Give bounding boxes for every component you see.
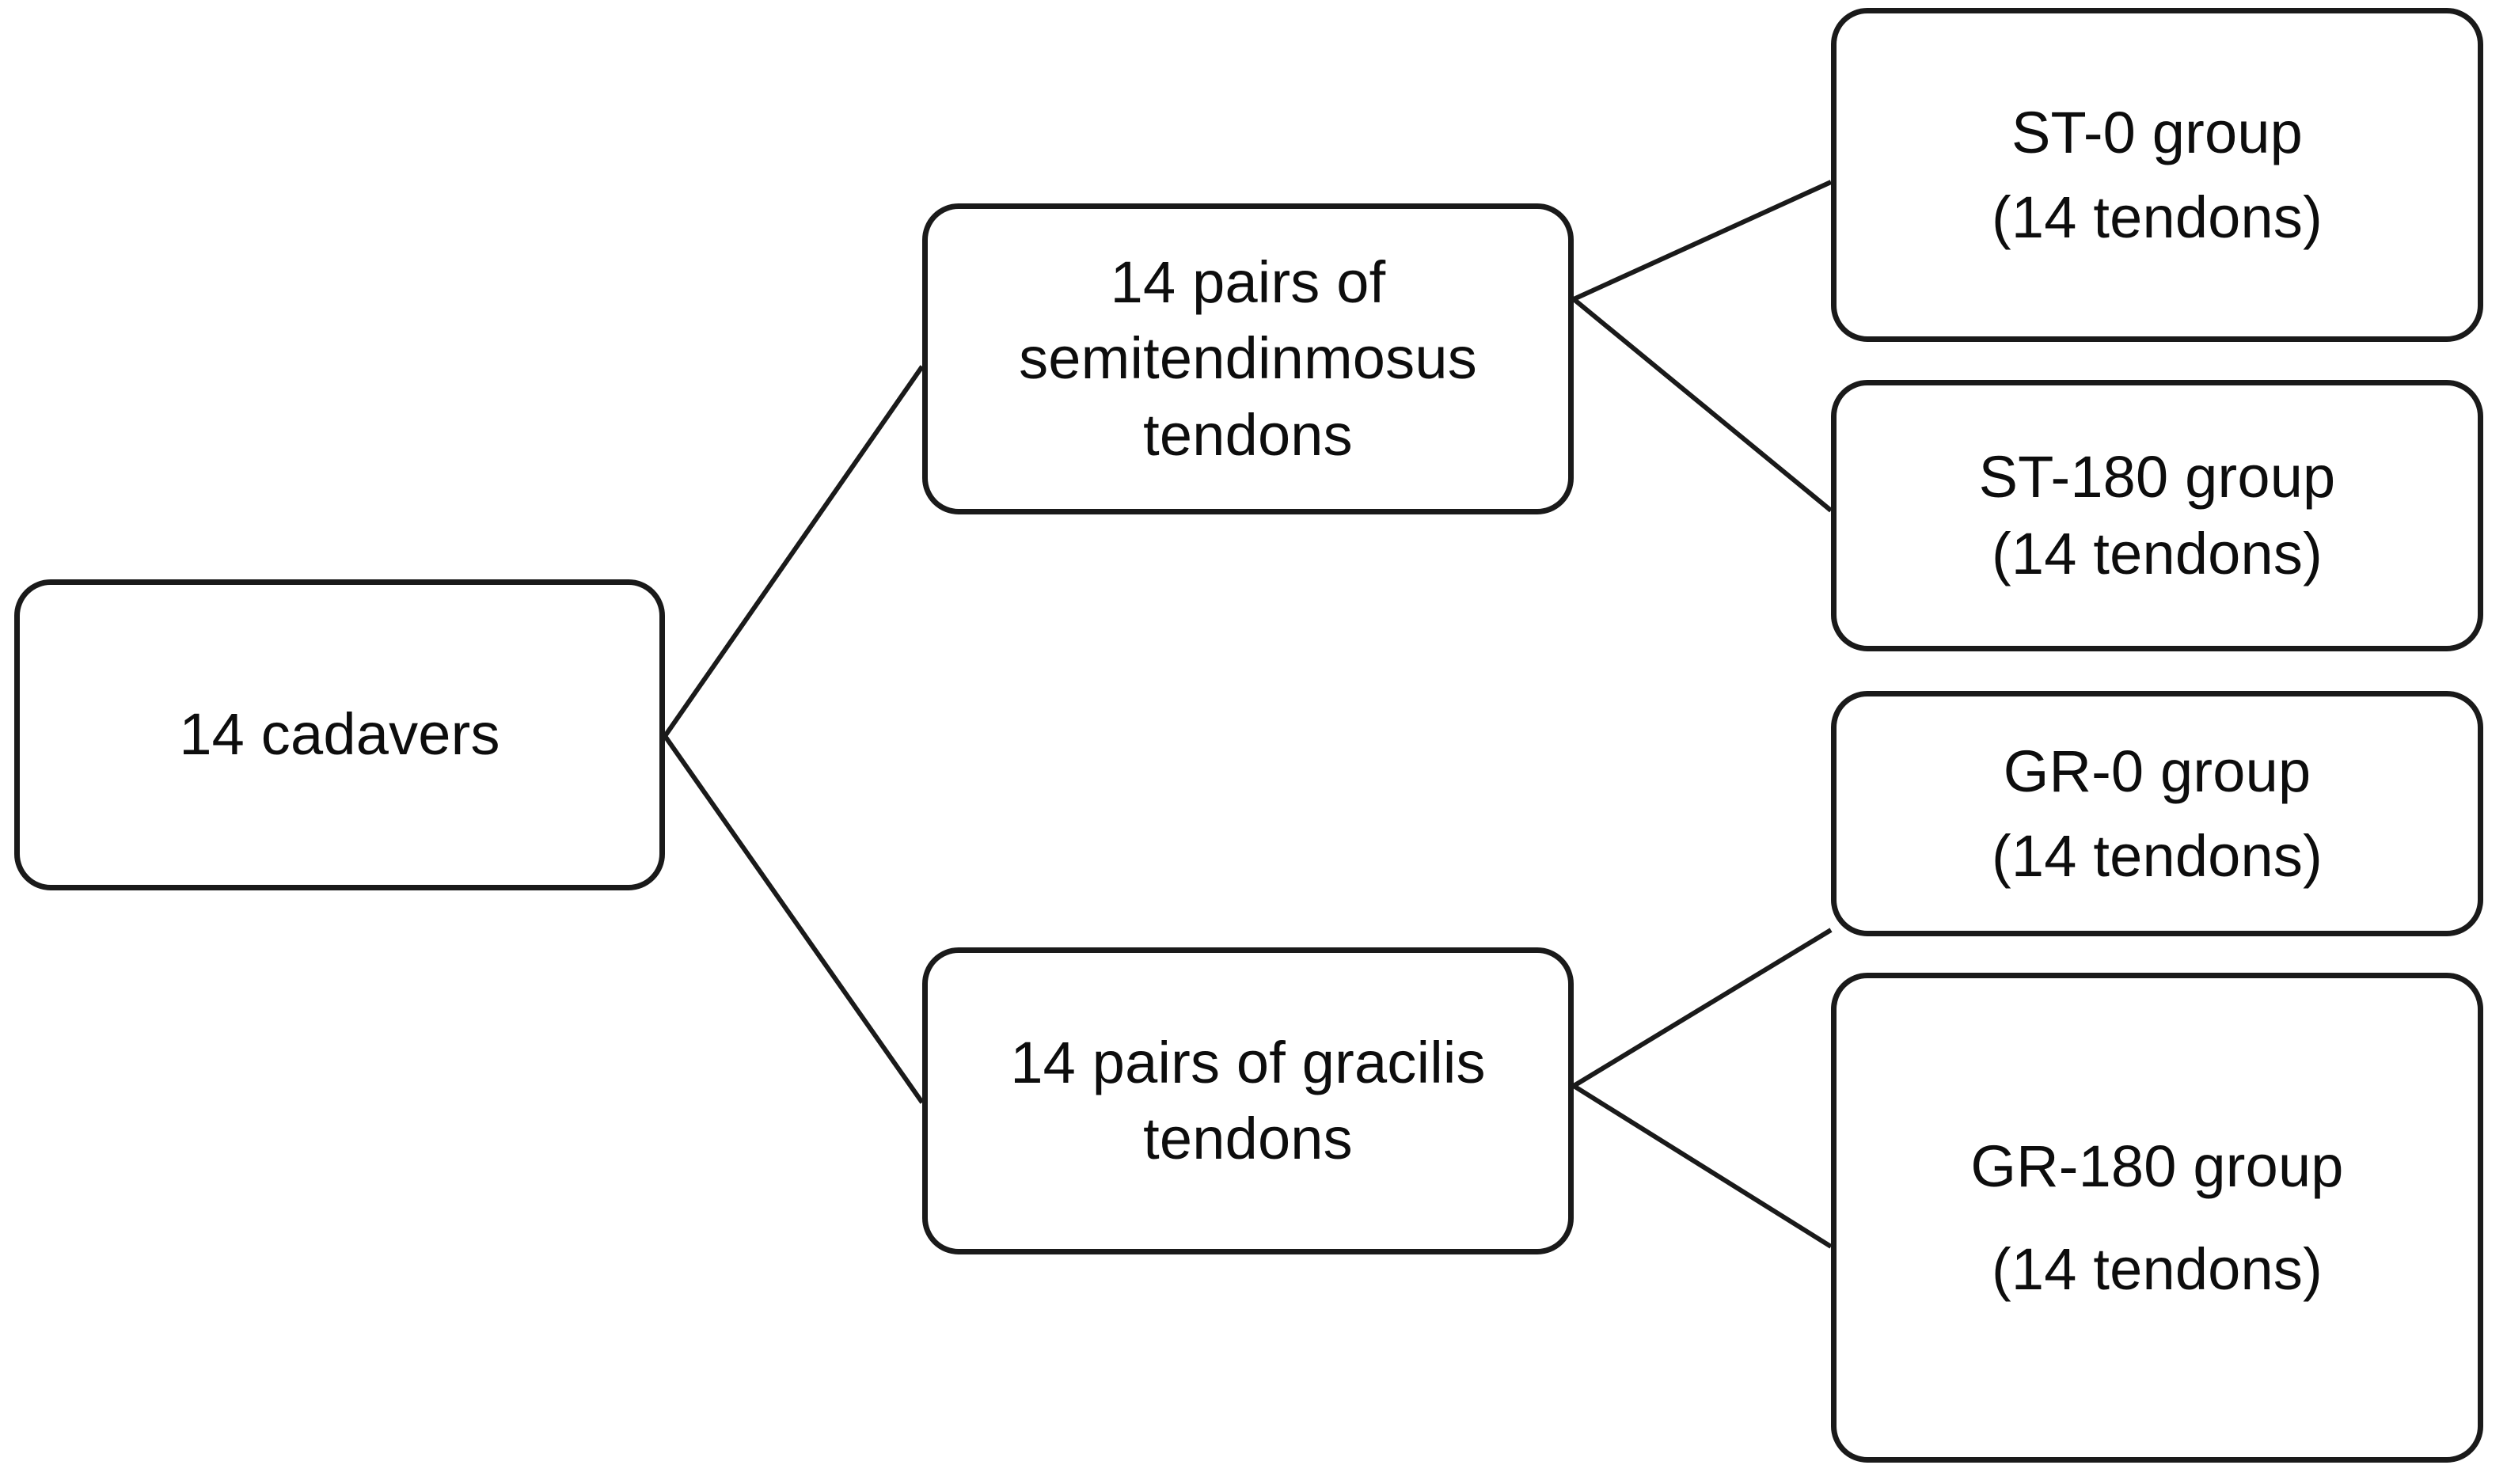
node-gracilis-tendons-label: 14 pairs of gracilis tendons xyxy=(1010,1029,1486,1171)
edge-st-tendons-to-st-180 xyxy=(1572,297,1833,513)
node-gr-180-group-label: GR-180 group (14 tendons) xyxy=(1970,1133,2344,1302)
edge-cadavers-to-st-tendons xyxy=(663,365,925,738)
edge-cadavers-to-gr-tendons xyxy=(663,734,925,1104)
node-st-0-group[interactable]: ST-0 group (14 tendons) xyxy=(1831,8,2483,342)
node-gracilis-tendons[interactable]: 14 pairs of gracilis tendons xyxy=(922,947,1574,1254)
edge-st-tendons-to-st-0 xyxy=(1572,180,1833,302)
edge-gr-tendons-to-gr-0 xyxy=(1572,928,1833,1088)
node-gr-0-group-label: GR-0 group (14 tendons) xyxy=(1992,738,2323,889)
node-st-0-group-label: ST-0 group (14 tendons) xyxy=(1992,99,2323,250)
node-gr-0-group[interactable]: GR-0 group (14 tendons) xyxy=(1831,691,2483,936)
edge-gr-tendons-to-gr-180 xyxy=(1572,1084,1833,1249)
node-cadavers[interactable]: 14 cadavers xyxy=(14,579,665,890)
node-st-180-group[interactable]: ST-180 group (14 tendons) xyxy=(1831,380,2483,651)
node-semitendinosus-tendons[interactable]: 14 pairs of semitendinmosus tendons xyxy=(922,203,1574,514)
node-gr-180-group[interactable]: GR-180 group (14 tendons) xyxy=(1831,973,2483,1463)
node-cadavers-label: 14 cadavers xyxy=(179,701,500,768)
node-st-180-group-label: ST-180 group (14 tendons) xyxy=(1978,444,2336,586)
node-semitendinosus-tendons-label: 14 pairs of semitendinmosus tendons xyxy=(1019,249,1477,468)
